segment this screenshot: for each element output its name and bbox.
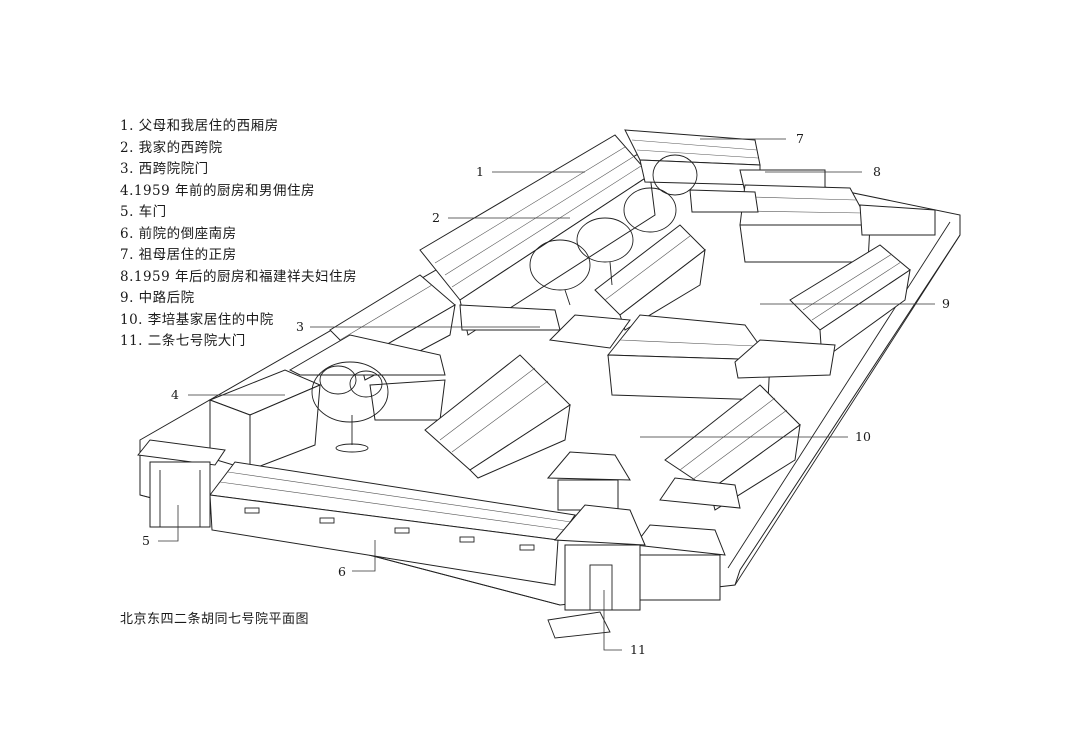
legend-item-4: 4.1959 年前的厨房和男佣住房 [120, 182, 316, 199]
callout-9: 9 [942, 296, 950, 311]
rear-east-wing-building [789, 244, 911, 361]
north-hall-building [624, 129, 761, 186]
kitchen-block [208, 369, 322, 471]
west-wing-building [419, 134, 656, 336]
callout-8: 8 [873, 164, 881, 179]
cross-courtyard-trees [529, 154, 698, 306]
main-gate [547, 504, 646, 639]
legend-item-3: 3. 西跨院院门 [120, 161, 209, 177]
callout-7: 7 [796, 131, 804, 146]
callout-3: 3 [296, 319, 304, 334]
courtyard-tree [311, 361, 389, 453]
callout-4: 4 [171, 387, 179, 402]
legend-item-11: 11. 二条七号院大门 [120, 333, 246, 349]
leader-5 [158, 505, 179, 542]
legend-item-9: 9. 中路后院 [120, 290, 195, 306]
legend-item-6: 6. 前院的倒座南房 [120, 225, 237, 242]
cart-gate [137, 439, 226, 528]
middle-hall-building [548, 314, 836, 401]
legend-item-2: 2. 我家的西跨院 [120, 139, 223, 156]
leader-lines [158, 138, 935, 651]
east-small-buildings [634, 477, 741, 601]
legend-item-7: 7. 祖母居住的正房 [120, 247, 237, 263]
inner-gate-pavilion [546, 451, 631, 511]
legend: 1. 父母和我居住的西厢房 2. 我家的西跨院 3. 西跨院院门 4.1959 … [120, 116, 357, 353]
west-small-buildings [288, 274, 456, 421]
legend-item-10: 10. 李培基家居住的中院 [120, 311, 274, 328]
middle-west-wing-building [424, 354, 571, 479]
callout-1: 1 [476, 164, 484, 179]
diagram-caption: 北京东四二条胡同七号院平面图 [120, 612, 310, 627]
leader-6 [352, 540, 376, 572]
callout-11: 11 [630, 642, 646, 657]
legend-item-1: 1. 父母和我居住的西厢房 [120, 118, 279, 134]
callout-10: 10 [855, 429, 871, 444]
leader-11 [603, 590, 622, 651]
legend-item-5: 5. 车门 [120, 204, 167, 220]
south-row-house [209, 461, 576, 586]
legend-item-8: 8.1959 年后的厨房和福建祥夫妇住房 [120, 268, 358, 285]
callout-2: 2 [432, 210, 440, 225]
callout-5: 5 [142, 533, 150, 548]
rear-hall-building [689, 184, 936, 263]
callout-6: 6 [338, 564, 346, 579]
